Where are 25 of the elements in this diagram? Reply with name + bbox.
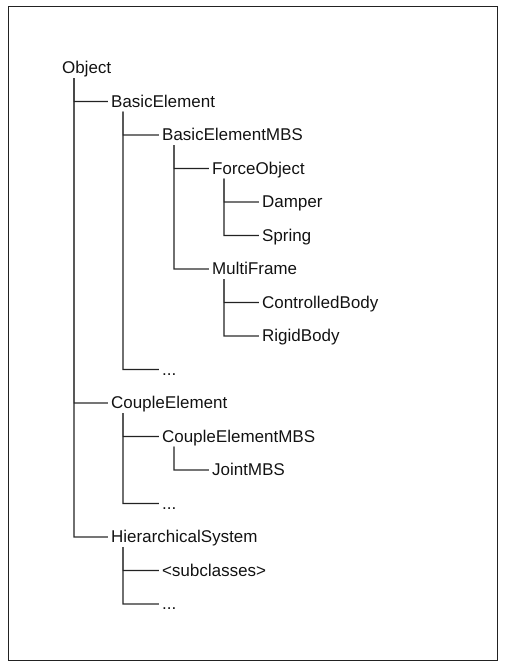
tree-connector: [73, 78, 108, 538]
class-name: Object: [62, 58, 112, 78]
class-name: RigidBody: [262, 326, 340, 346]
class-name: ...: [162, 594, 176, 614]
class-name: ForceObject: [212, 158, 305, 178]
class-name: Damper: [262, 192, 322, 212]
class-name: HierarchicalSystem: [111, 527, 258, 547]
class-name: <subclasses>: [162, 560, 266, 580]
tree-connector: [122, 413, 159, 504]
class-name: CoupleElement: [111, 393, 228, 413]
tree-connector: [122, 547, 159, 605]
tree-connector: [223, 279, 259, 337]
class-name: ...: [162, 494, 176, 514]
tree-connector: [173, 145, 209, 270]
class-name: ControlledBody: [262, 292, 378, 312]
tree-connector: [223, 178, 259, 236]
class-name: CoupleElementMBS: [162, 426, 316, 446]
class-name: MultiFrame: [212, 259, 298, 279]
class-name: BasicElementMBS: [162, 125, 303, 145]
class-name: Spring: [262, 226, 312, 246]
class-name: BasicElement: [111, 92, 215, 112]
tree-connector: [173, 446, 209, 471]
class-name: ...: [162, 360, 176, 380]
tree-connector: [122, 112, 159, 370]
class-name: JointMBS: [212, 460, 285, 480]
